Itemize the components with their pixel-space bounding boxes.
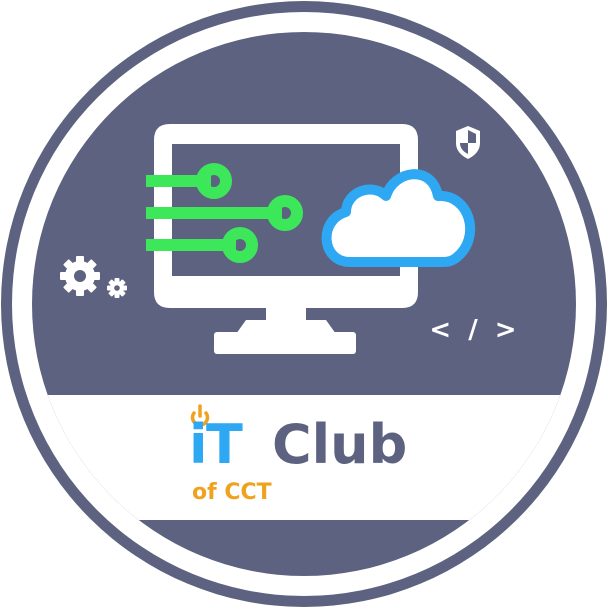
- shield-icon: [456, 126, 480, 159]
- logo-word-club: Club: [272, 413, 407, 476]
- gear-icon: [60, 256, 127, 298]
- logo-tagline: of CCT: [192, 480, 272, 505]
- cloud-icon: [321, 169, 476, 267]
- logo-letter-i: i: [189, 413, 208, 476]
- circuit-icon: [146, 163, 303, 263]
- monitor-icon: [154, 124, 418, 354]
- power-icon: [190, 404, 210, 427]
- logo-letter-t: T: [206, 413, 243, 476]
- name-banner: [32, 395, 576, 520]
- code-tag-icon: < / >: [429, 315, 520, 345]
